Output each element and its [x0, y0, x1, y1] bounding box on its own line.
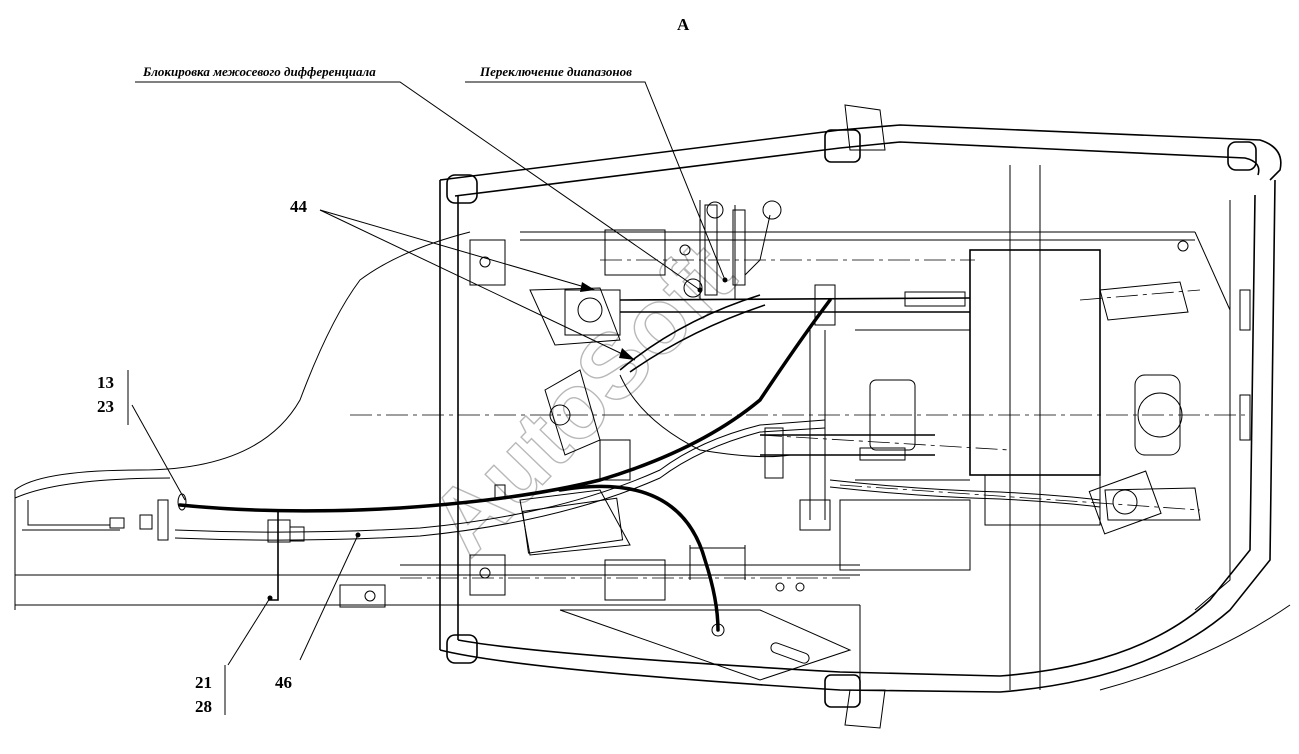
- part-number-21: 21: [195, 673, 212, 692]
- center-lines: [350, 259, 1250, 579]
- watermark: AutoSoft: [410, 223, 755, 575]
- part-number-28: 28: [195, 697, 212, 716]
- view-label: А: [677, 15, 690, 34]
- watermark-text: AutoSoft: [411, 224, 754, 574]
- part-number-23: 23: [97, 397, 114, 416]
- lever-bracket: [519, 200, 782, 580]
- gearbox: [839, 249, 1201, 571]
- body-outline: [14, 231, 1291, 691]
- cab-frame: [400, 124, 1282, 693]
- corner-brackets: [446, 104, 1257, 729]
- callout-range-switch: Переключение диапазонов: [479, 64, 632, 79]
- part-number-46: 46: [275, 673, 292, 692]
- mounts: [339, 229, 1189, 681]
- cables: [27, 294, 1101, 637]
- part-number-13: 13: [97, 373, 114, 392]
- part-number-44: 44: [290, 197, 308, 216]
- markers: [267, 277, 728, 601]
- callout-diff-lock: Блокировка межосевого дифференциала: [142, 64, 376, 79]
- leader-lines: [127, 81, 726, 715]
